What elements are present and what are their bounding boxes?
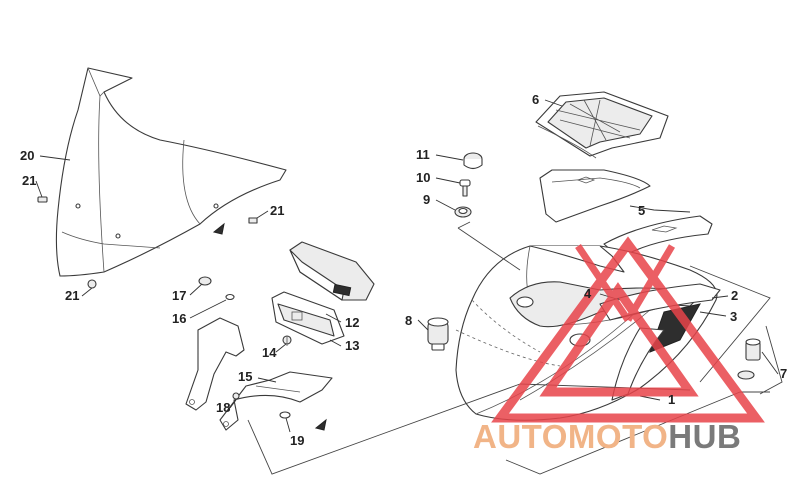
callout-9: 9 <box>423 192 430 207</box>
inner-trim-upper-part <box>539 169 651 223</box>
arrow-marker-windshield <box>212 222 225 235</box>
lock-cap-part <box>463 152 483 170</box>
callout-19: 19 <box>290 433 304 448</box>
washer-19-part <box>279 411 291 419</box>
screw-21-bottom <box>87 279 97 289</box>
callout-18: 18 <box>216 400 230 415</box>
watermark-moto: MOTO <box>567 418 669 455</box>
callout-21: 21 <box>270 203 284 218</box>
callout-11: 11 <box>416 147 430 162</box>
lock-nut-part <box>454 206 472 218</box>
mounting-bracket-part <box>185 317 333 431</box>
callout-16: 16 <box>172 311 186 326</box>
callout-7: 7 <box>780 366 787 381</box>
bolt-14-part <box>282 335 292 346</box>
watermark-hub: HUB <box>668 418 742 455</box>
callout-6: 6 <box>532 92 539 107</box>
callout-21: 21 <box>65 288 79 303</box>
callout-5: 5 <box>638 203 645 218</box>
callout-labels: 20 21 21 21 6 11 10 9 5 4 2 3 7 1 8 17 1… <box>20 92 787 448</box>
callout-2: 2 <box>731 288 738 303</box>
arrow-marker-bracket <box>314 418 327 431</box>
screw-21-right <box>248 217 258 224</box>
windshield-part <box>55 67 287 277</box>
callout-1: 1 <box>668 392 675 407</box>
electronics-module-part <box>289 241 375 301</box>
leader-lines <box>35 99 779 433</box>
watermark-logo <box>491 236 765 423</box>
watermark-brand-text: AUTOMOTOHUB <box>473 418 741 456</box>
callout-12: 12 <box>345 315 359 330</box>
washer-16-part <box>225 293 235 301</box>
callout-15: 15 <box>238 369 252 384</box>
storage-net-tray-part <box>535 91 669 159</box>
watermark-auto: AUTO <box>473 418 568 455</box>
module-mount-part <box>271 291 345 345</box>
callout-21: 21 <box>22 173 36 188</box>
callout-20: 20 <box>20 148 34 163</box>
screw-18-part <box>232 392 240 400</box>
key-part <box>459 179 471 197</box>
power-socket-part <box>737 338 761 380</box>
callout-10: 10 <box>416 170 430 185</box>
callout-4: 4 <box>584 286 592 301</box>
callout-3: 3 <box>730 309 737 324</box>
callout-13: 13 <box>345 338 359 353</box>
callout-8: 8 <box>405 313 412 328</box>
connector-part <box>427 317 449 351</box>
callout-17: 17 <box>172 288 186 303</box>
callout-14: 14 <box>262 345 277 360</box>
nut-17-part <box>198 276 212 286</box>
screw-21-left <box>37 196 48 203</box>
